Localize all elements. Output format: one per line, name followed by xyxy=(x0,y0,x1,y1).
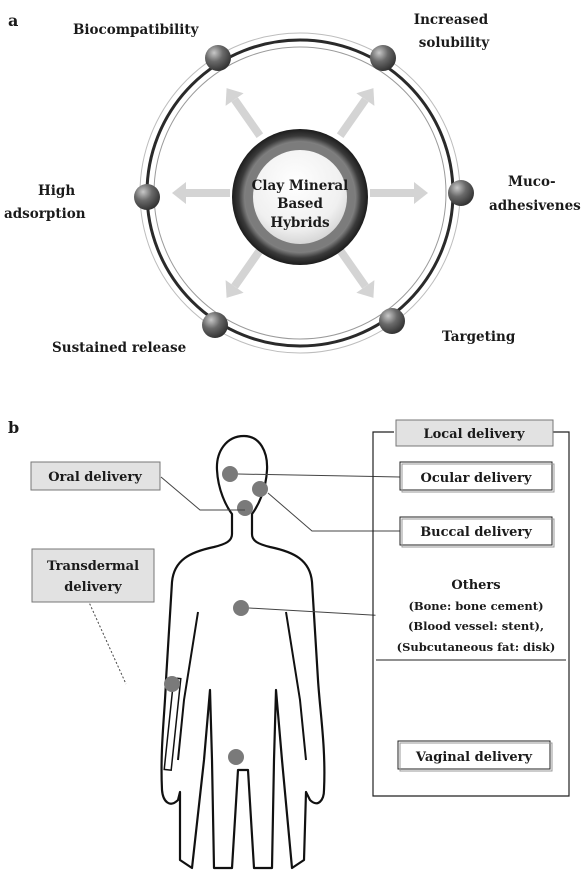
label-adsorption-1: High xyxy=(38,183,75,199)
panel-a-letter: a xyxy=(8,11,18,30)
panel-b: b Oral delivery Transdermal delivery xyxy=(8,418,570,870)
label-targeting: Targeting xyxy=(442,329,516,345)
label-transdermal-2: delivery xyxy=(64,580,122,595)
box-oral xyxy=(30,461,161,491)
box-vaginal xyxy=(397,740,551,770)
marker-oral xyxy=(237,500,253,516)
local-bracket xyxy=(372,431,570,797)
left-arm-inner xyxy=(285,611,307,761)
arrows xyxy=(172,88,428,298)
label-vaginal: Vaginal delivery xyxy=(415,750,533,765)
sphere-solubility xyxy=(370,45,396,71)
box-vaginal-shadow xyxy=(399,742,553,772)
marker-others xyxy=(233,600,249,616)
right-arm-inner xyxy=(177,611,199,761)
box-buccal-shadow xyxy=(401,518,555,548)
panel-b-letter: b xyxy=(8,418,19,437)
label-others-title: Others xyxy=(451,578,500,593)
box-transdermal xyxy=(31,548,155,603)
label-muco-2: adhesivenes xyxy=(489,198,581,214)
arrow-up-left xyxy=(225,88,264,138)
sphere-adsorption xyxy=(134,184,160,210)
label-others-2: (Blood vessel: stent), xyxy=(408,619,544,633)
label-buccal: Buccal delivery xyxy=(420,525,532,540)
box-ocular xyxy=(399,461,553,491)
label-adsorption-2: adsorption xyxy=(4,206,86,222)
leader-transdermal xyxy=(87,599,127,685)
label-ocular: Ocular delivery xyxy=(421,471,532,486)
arrow-up-right xyxy=(336,88,375,138)
leader-buccal xyxy=(267,492,400,532)
label-others-1: (Bone: bone cement) xyxy=(408,599,543,613)
box-buccal xyxy=(399,516,553,546)
label-solubility-1: Increased xyxy=(414,12,489,28)
arrow-right xyxy=(370,182,428,204)
box-local xyxy=(395,419,554,447)
label-others-3: (Subcutaneous fat: disk) xyxy=(397,640,556,654)
label-muco-1: Muco- xyxy=(508,174,556,190)
label-biocompatibility: Biocompatibility xyxy=(73,22,200,38)
sphere-mucoadhesive xyxy=(448,180,474,206)
sphere-sustained xyxy=(202,312,228,338)
sphere-targeting xyxy=(379,308,405,334)
hub-text-1: Clay Mineral xyxy=(252,178,349,194)
sphere-biocompatibility xyxy=(205,45,231,71)
hub-core xyxy=(253,150,347,244)
arrow-left xyxy=(172,182,230,204)
box-ocular-shadow xyxy=(401,463,555,493)
marker-buccal xyxy=(252,481,268,497)
label-sustained: Sustained release xyxy=(52,340,186,356)
arrow-down-left xyxy=(225,248,264,298)
panel-a: a xyxy=(4,11,581,356)
leader-oral xyxy=(160,476,245,511)
marker-ocular xyxy=(222,466,238,482)
body-outline xyxy=(160,434,326,870)
label-local: Local delivery xyxy=(423,427,525,442)
marker-vaginal xyxy=(228,749,244,765)
leader-ocular xyxy=(237,473,401,478)
label-solubility-2: solubility xyxy=(419,35,491,51)
marker-transdermal xyxy=(164,676,180,692)
label-oral: Oral delivery xyxy=(48,470,142,485)
box-others xyxy=(375,567,567,665)
label-transdermal-1: Transdermal xyxy=(47,559,139,574)
hub-text-3: Hybrids xyxy=(270,215,330,231)
arrow-down-right xyxy=(336,248,375,298)
hub-text-2: Based xyxy=(277,196,323,212)
